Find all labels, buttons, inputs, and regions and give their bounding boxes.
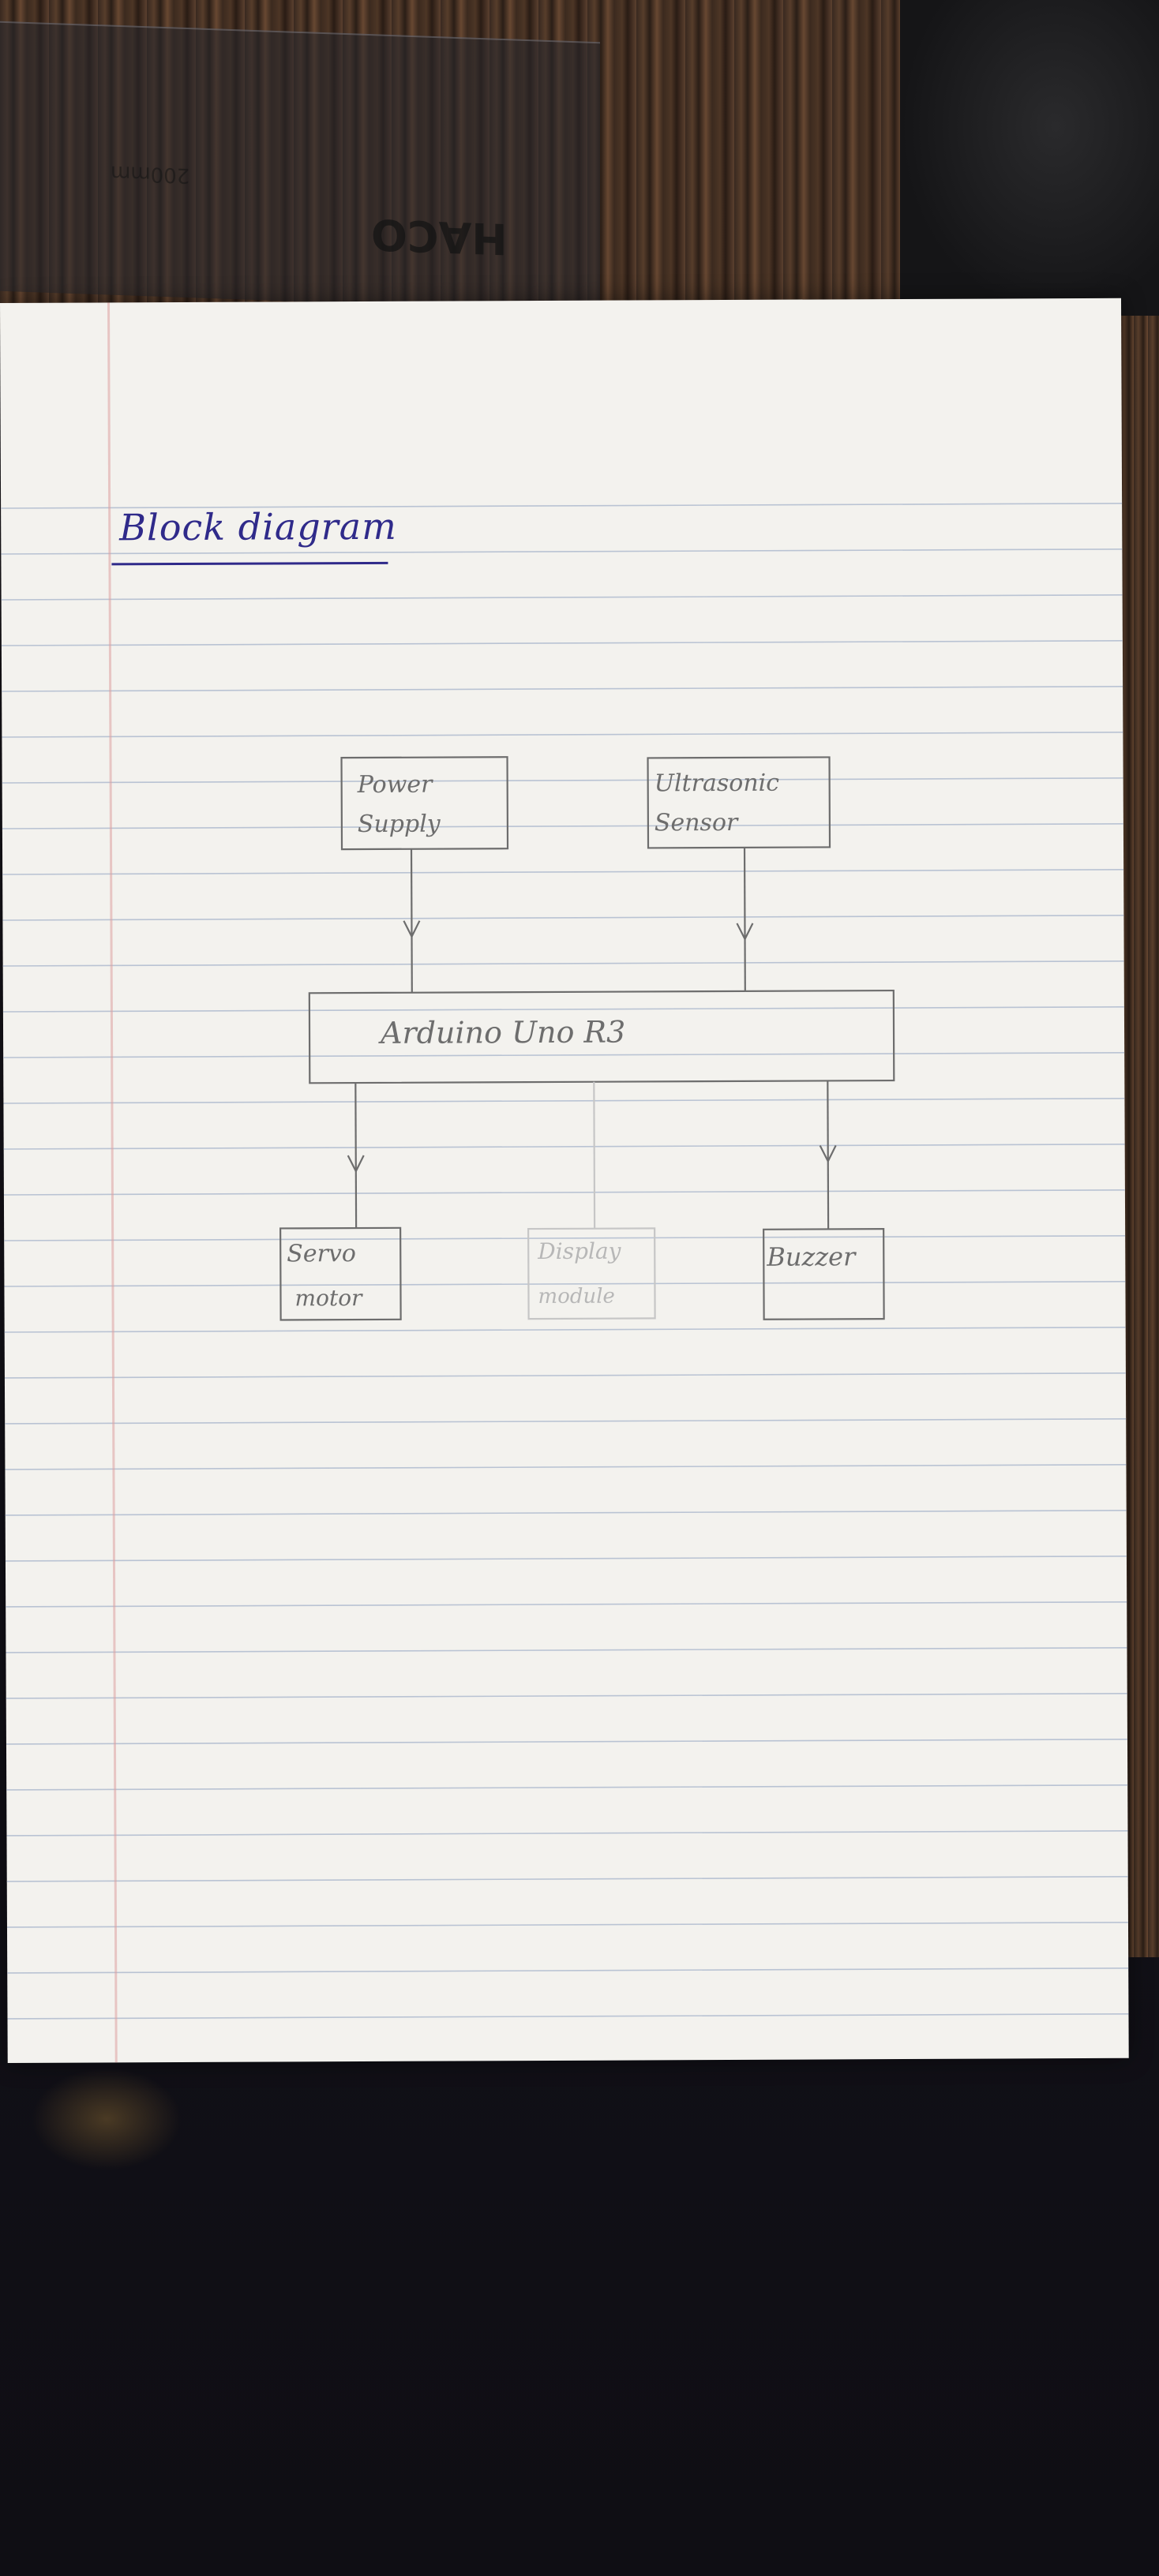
power-supply-box [340,756,509,851]
ruled-lines [1,503,1129,2020]
power-supply-label-line1: Power [357,771,434,799]
ruled-line [2,960,1124,967]
edge-arduino-to-buzzer [827,1080,830,1230]
arduino-box [308,989,895,1084]
ruler: 200mm HACO [0,21,600,313]
ultrasonic-sensor-box [647,756,831,849]
arrowhead-buzzer [819,1144,837,1163]
block-diagram: Power Supply Ultrasonic Sensor Arduino U… [279,756,895,1321]
arduino-label: Arduino Uno R3 [378,1015,625,1050]
ruled-line [1,594,1123,601]
ruled-line [6,1646,1127,1653]
ruled-line [7,2012,1129,2020]
ruled-line [6,1784,1128,1791]
ruled-line [6,1738,1127,1745]
ruled-line [2,685,1123,692]
ruled-line [5,1463,1127,1470]
ruled-line [6,1601,1127,1608]
ruled-line [4,1372,1126,1379]
ruled-line [6,1875,1128,1882]
buzzer-box [763,1228,885,1320]
power-supply-label-line2: Supply [358,811,441,838]
ruled-line [3,1051,1125,1058]
ruled-line [1,639,1123,646]
edge-power-to-arduino [410,848,413,993]
arrowhead-servo [347,1155,365,1174]
ruled-line [2,1005,1124,1013]
ruled-line [2,777,1123,784]
ruled-line [5,1417,1127,1425]
ultrasonic-sensor-label-line2: Sensor [655,809,739,837]
ruled-line [6,1692,1127,1699]
arrowhead-ultrasonic [736,923,754,942]
servo-motor-label-line1: Servo [287,1240,356,1267]
servo-motor-label-line2: motor [294,1285,363,1311]
edge-arduino-to-display [593,1081,596,1229]
ruled-line [2,731,1123,738]
ruled-line [1,503,1123,509]
ruled-line [4,1326,1126,1333]
floor-light-spot [32,2068,182,2170]
ruled-line [2,868,1124,875]
ultrasonic-sensor-label-line1: Ultrasonic [655,769,780,798]
ruled-line [2,822,1123,829]
ruled-line [3,1097,1125,1104]
ruler-subtext: 200mm [111,160,190,188]
ruler-brand-text: HACO [371,209,508,264]
ruled-line [6,1921,1128,1928]
ruled-line [4,1234,1126,1241]
ruled-line [5,1555,1127,1562]
ruled-line [5,1509,1127,1516]
ruled-line [6,1829,1128,1837]
notebook-page: Block diagram [0,298,1129,2063]
ruled-line [2,914,1124,921]
buzzer-label: Buzzer [766,1241,857,1272]
ruled-line [1,549,1123,555]
ruled-line [7,1967,1129,1974]
dark-object [900,0,1159,316]
display-module-label-line1: Display [537,1238,621,1264]
display-module-box [527,1227,656,1320]
arrowhead-power [403,920,421,939]
servo-motor-box [279,1226,402,1321]
edge-arduino-to-servo [354,1083,358,1229]
ruled-line [3,1143,1125,1150]
display-module-label-line2: module [538,1285,615,1309]
ruled-line [4,1280,1126,1287]
ruled-line [3,1189,1125,1196]
